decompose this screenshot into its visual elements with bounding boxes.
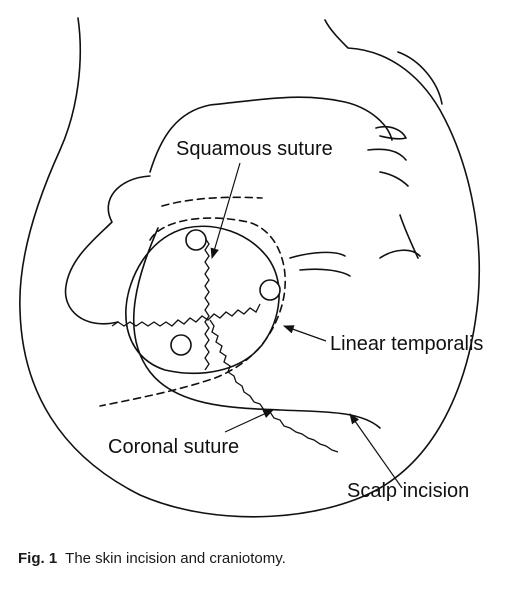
brow-line-lower xyxy=(367,148,409,187)
label-scalp-incision: Scalp incision xyxy=(347,480,469,502)
figure-number: Fig. 1 xyxy=(18,550,58,567)
skull-diagram: Squamous suture Linear temporalis Corona… xyxy=(19,17,483,518)
eye-line xyxy=(289,251,351,277)
coronal-suture xyxy=(111,303,261,327)
caption-text: The skin incision and craniotomy. xyxy=(65,550,286,567)
label-linear-temporalis: Linear temporalis xyxy=(330,333,483,355)
linear-temporalis-line xyxy=(99,217,286,407)
figure-caption: Fig. 1 The skin incision and craniotomy. xyxy=(18,550,498,567)
arrow-linear-temporalis xyxy=(282,325,327,342)
nose-line xyxy=(379,214,421,259)
coronal-suture-lower xyxy=(209,319,339,453)
arrow-coronal xyxy=(224,409,274,433)
ear-outline xyxy=(64,175,151,325)
arrow-scalp-incision xyxy=(349,413,403,489)
skull-contour xyxy=(149,96,393,173)
burr-hole-2 xyxy=(259,279,281,301)
squamous-suture xyxy=(204,237,210,371)
skull-diagram-svg: Squamous suture Linear temporalis Corona… xyxy=(19,17,483,518)
forehead-bump xyxy=(397,51,443,105)
burr-hole-1 xyxy=(185,229,207,251)
scalp-incision-line xyxy=(132,227,381,429)
brow-line-upper xyxy=(375,125,407,140)
label-squamous-suture: Squamous suture xyxy=(176,138,333,160)
burr-hole-3 xyxy=(170,334,192,356)
arrow-squamous xyxy=(210,162,241,260)
craniotomy-outline xyxy=(125,225,280,375)
label-coronal-suture: Coronal suture xyxy=(108,436,239,458)
dashed-upper-boundary xyxy=(161,196,263,207)
head-outline xyxy=(19,17,481,518)
